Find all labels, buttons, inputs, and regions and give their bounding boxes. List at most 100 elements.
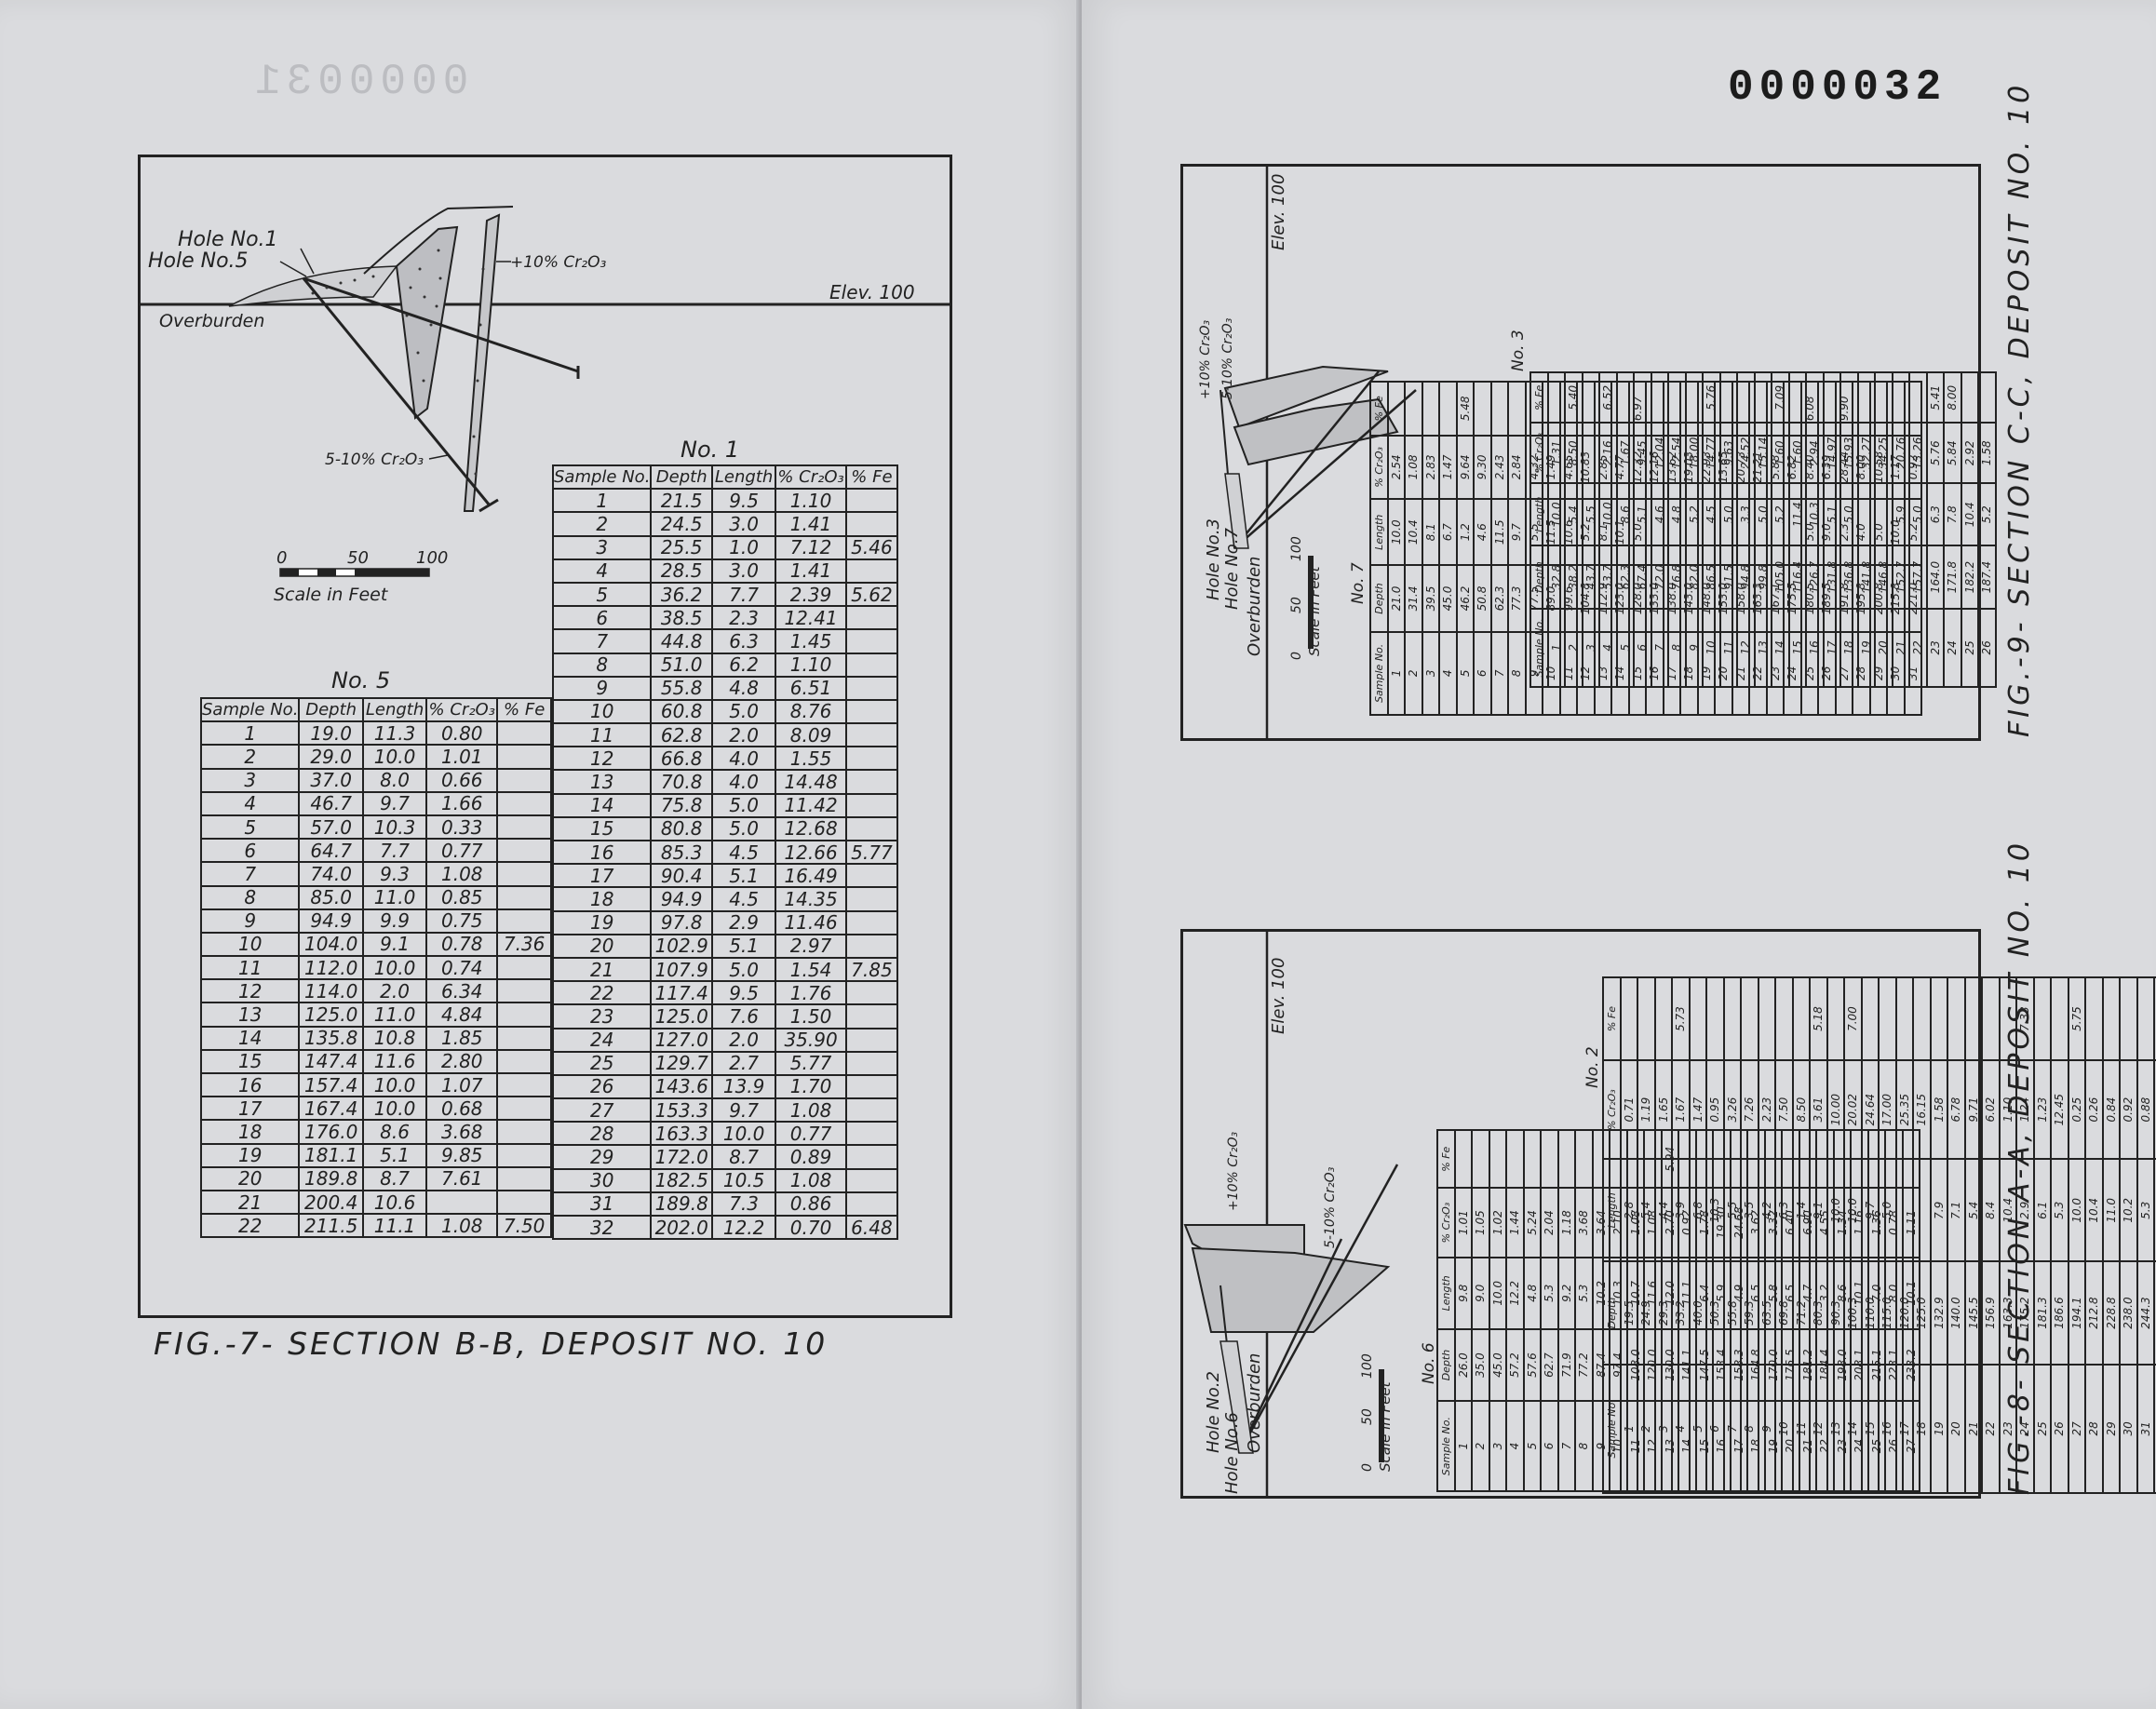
elevation-label: Elev. 100 [829, 281, 915, 303]
table-cell: 7 [551, 628, 653, 654]
table-cell: 1.45 [775, 628, 847, 654]
table-cell: 5.1 [1823, 483, 1840, 546]
col-length: Length [361, 696, 428, 723]
scale-label: Scale in Feet [274, 585, 389, 605]
table-cell: 94.9 [650, 886, 713, 912]
table-cell: 153.3 [650, 1097, 713, 1124]
table-cell: 0.25 [2068, 1060, 2085, 1160]
table-cell: 131.8 [1823, 545, 1840, 609]
table-cell: 4.5 [710, 886, 777, 912]
table-cell [844, 769, 899, 795]
table-cell [1840, 372, 1858, 424]
table-cell: 71.2 [1792, 1261, 1810, 1365]
scale-bar: 0 50 100 Scale in Feet [274, 548, 448, 605]
table-cell: 24 [551, 1027, 653, 1053]
table-cell: 6 [199, 838, 301, 864]
table-cell: 5.5 [1723, 1159, 1741, 1262]
table-cell: 3.0 [710, 511, 777, 537]
table-cell: 28 [551, 1121, 653, 1147]
table-cell: 146.8 [1875, 545, 1893, 609]
table-cell: 72.0 [1651, 545, 1668, 609]
table-cell: 2.94 [1806, 423, 1824, 484]
table-cell: 9.85 [425, 1142, 499, 1168]
table-cell: 1.10 [775, 652, 847, 678]
table-cell: 6.1 [2033, 1159, 2051, 1262]
table-cell: 105.0 [1772, 545, 1789, 609]
table-cell: 2.0 [710, 722, 777, 748]
table-cell: 0.74 [425, 955, 499, 981]
table-cell: 5.2 [1685, 483, 1703, 546]
table-cell: 8.1 [1422, 499, 1439, 566]
table-cell [1651, 372, 1668, 424]
table-cell: 4.5 [1703, 483, 1720, 546]
table-cell [1978, 372, 1996, 424]
table-cell [1775, 977, 1793, 1061]
table-cell [1947, 977, 1965, 1061]
fig9-hole-7: Hole No.7 [1222, 528, 1242, 610]
table-cell: 6.51 [775, 675, 847, 701]
table-cell: 8.7 [361, 1165, 428, 1191]
table-cell: 10 [1775, 1364, 1793, 1493]
table-cell: 5.84 [1944, 423, 1961, 484]
table-cell [496, 838, 552, 864]
table-cell [1895, 1159, 1913, 1262]
table-cell: 9 [551, 675, 653, 701]
table-cell: 181.3 [2033, 1261, 2051, 1365]
high-grade-label: +10% Cr₂O₃ [510, 253, 606, 272]
table-cell: 11.0 [361, 1002, 428, 1028]
table-cell: 3 [1489, 1401, 1506, 1491]
table-cell: 112.0 [298, 955, 364, 981]
table-cell [1490, 382, 1508, 436]
table-cell: 69.8 [1775, 1261, 1793, 1365]
table-cell [844, 652, 899, 678]
table-cell: 17 [551, 863, 653, 889]
table-cell: 7 [199, 861, 301, 887]
table-cell: 71.9 [1557, 1328, 1575, 1402]
table-cell: 16 [199, 1071, 301, 1098]
table-cell: 6.02 [1982, 1060, 2000, 1160]
table-cell: 5.62 [844, 581, 899, 608]
table-cell: 63.5 [1758, 1261, 1775, 1365]
table-cell: 10.4 [1405, 499, 1422, 566]
table-cell [1895, 977, 1913, 1061]
table-cell: 2.84 [1508, 435, 1526, 500]
table-cell: 1.58 [1930, 1060, 1947, 1160]
table-cell [1489, 1130, 1506, 1189]
table-cell [844, 488, 899, 514]
scale-tick-0: 0 [276, 548, 287, 568]
table-cell: 18.00 [1685, 423, 1703, 484]
table-cell: 10.8 [361, 1025, 428, 1051]
table-cell: 53.7 [1599, 545, 1617, 609]
table-cell [496, 908, 552, 934]
table-cell: 19.0 [298, 720, 364, 747]
table-cell: 34.25 [1875, 423, 1893, 484]
table-cell: 114.0 [298, 978, 364, 1004]
table-cell: 27 [2068, 1364, 2085, 1493]
table-cell: 4.0 [710, 769, 777, 795]
table-cell: 10 [199, 931, 301, 958]
table-cell: 4.6 [1651, 483, 1668, 546]
table-cell: 2.83 [1422, 435, 1439, 500]
stipple-pattern [311, 249, 485, 476]
table-cell: 14 [1772, 608, 1789, 687]
table-cell: 1.01 [1454, 1188, 1472, 1258]
table-cell: 18 [1840, 608, 1858, 687]
table-cell [1857, 372, 1875, 424]
table-cell: 85.0 [298, 884, 364, 910]
table-cell: 14.48 [775, 769, 847, 795]
